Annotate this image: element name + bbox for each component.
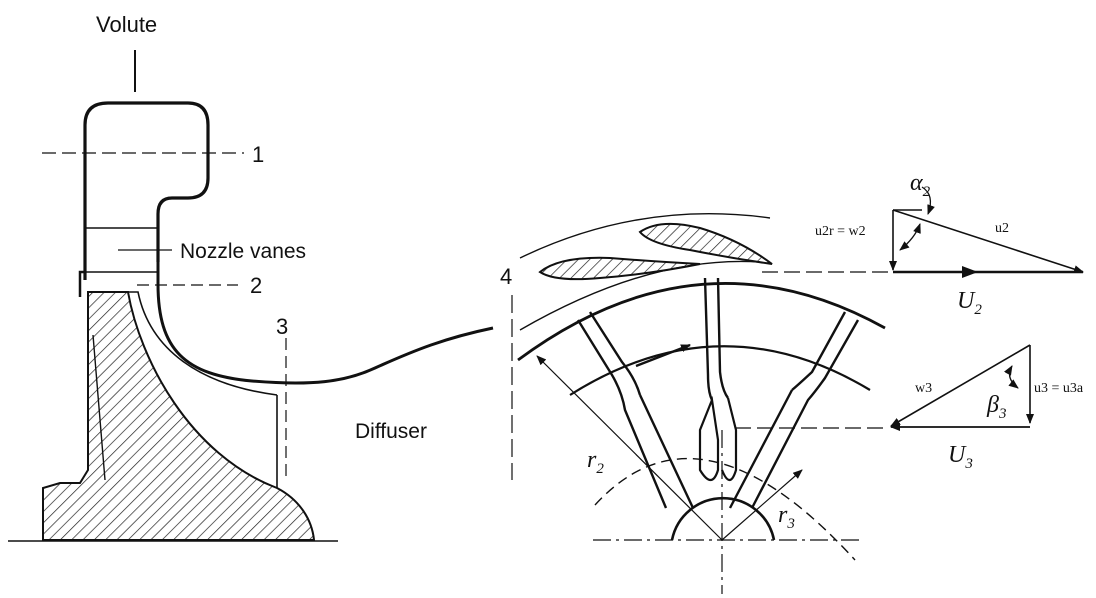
w3-vector [890,344,1031,427]
inlet-velocity-triangle: α2 u2r = w2 u2 U2 [815,170,1084,318]
blade-profile-line [92,334,106,481]
splitter-blade [698,395,720,482]
rotor-blade [728,389,794,509]
rotor-tip-arc [517,282,886,362]
rotor-blade [703,277,714,401]
nozzle-inner-arc [519,260,761,331]
nozzle-vane-airfoil [538,256,701,281]
shroud-contour [156,262,494,385]
rotor-blade [750,319,860,509]
station-4-label: 4 [500,264,512,289]
alpha2-arc [921,186,935,215]
station-2-label: 2 [250,273,262,298]
rotor-hub [42,291,316,541]
angle-arc [899,223,921,251]
volute-label: Volute [96,12,157,37]
r3-label: r3 [778,502,795,532]
r2-label: r2 [587,447,604,477]
station-3-label: 3 [276,314,288,339]
u2r-label: u2r = w2 [815,224,866,239]
blade-tip-line [128,291,278,396]
U2-label: U2 [957,288,982,318]
w3-label: w3 [915,381,932,396]
nozzle-outer-arc [519,213,771,259]
rotor-blade [576,319,668,509]
splitter-blade [720,397,738,482]
meridional-section: Volute 1 Nozzle vanes 2 3 Diffuser [8,12,494,542]
casing-lip [78,270,85,297]
nozzle-vanes-label: Nozzle vanes [180,240,306,263]
nozzle-vane-airfoil [638,222,773,265]
U3-label: U3 [948,442,973,472]
rotor-blade-view: 4 r2 r3 [500,213,888,594]
rotor-blade [791,311,847,391]
r2-radius-arrow [536,355,723,541]
u3-label: u3 = u3a [1034,381,1084,396]
r3-radius-arrow [721,469,803,541]
diffuser-label: Diffuser [355,420,427,443]
hub-semicircle [670,496,776,541]
flow-arrow [635,343,691,368]
volute-casing [83,101,210,280]
U2-mid-arrowhead [962,266,978,278]
beta3-arc [1004,365,1019,389]
alpha2-label: α2 [910,170,931,200]
rotor-blade [638,394,695,509]
outlet-velocity-triangle: w3 u3 = u3a β3 U3 [890,344,1084,472]
rotor-blade [716,277,729,399]
rotor-blade [588,311,642,396]
r3-circle [594,457,856,561]
beta3-label: β3 [986,392,1006,422]
u2-label: u2 [995,221,1009,236]
station-1-label: 1 [252,142,264,167]
u2-vector [892,209,1084,274]
